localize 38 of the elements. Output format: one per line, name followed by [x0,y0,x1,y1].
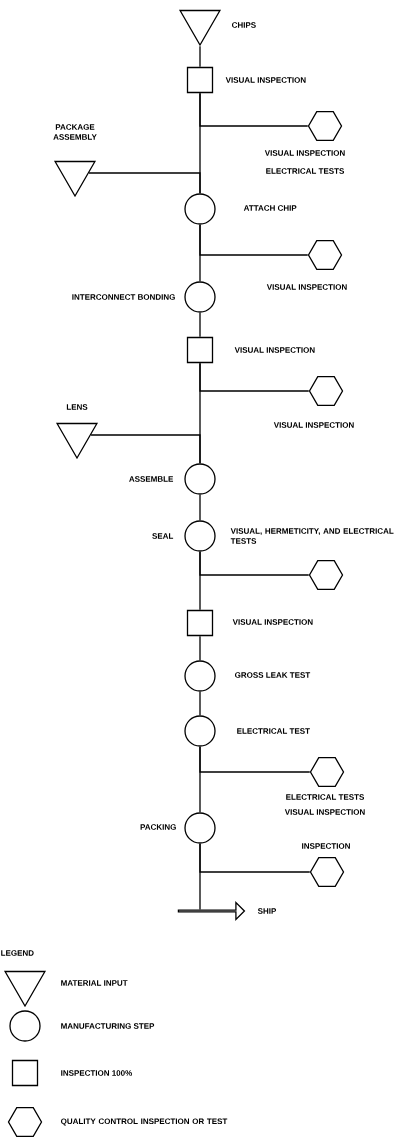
step-label: SHIP [257,908,277,914]
step-label: ASSEMBLE [129,476,174,482]
connector-line [88,172,201,194]
step-label: INTERCONNECT BONDING [72,294,175,300]
step-label: GROSS LEAK TEST [235,672,311,678]
step-label: INSPECTION [302,843,350,849]
legend-heading: LEGEND [1,950,34,956]
step-label: VISUAL INSPECTION [232,619,313,625]
legend-label: MANUFACTURING STEP [61,1023,155,1029]
step-label: PACKING [140,824,176,830]
connector-line [199,45,201,68]
step-label: ELECTRICAL TESTS [266,168,344,174]
connector-line [199,691,201,716]
connector-line [199,224,201,282]
step-label: ELECTRICAL TESTS [286,794,364,800]
step-label: CHIPS [232,22,256,28]
step-label: VISUAL INSPECTION [225,77,306,83]
connector-line [199,635,201,661]
step-label: VISUAL INSPECTION [284,809,365,815]
connector-line [199,746,201,813]
step-label: VISUAL INSPECTION [273,422,354,428]
legend-label: QUALITY CONTROL INSPECTION OR TEST [61,1118,228,1126]
step-label: SEAL [152,533,174,539]
step-label: LENS [66,404,88,410]
connector-line [199,843,201,911]
connector-line [199,494,201,521]
step-label: VISUAL INSPECTION [264,150,345,156]
step-label: VISUAL INSPECTION [234,347,315,353]
step-label: ATTACH CHIP [243,205,297,211]
step-label: ELECTRICAL TEST [237,728,310,734]
connector-line [90,434,201,464]
legend-label: MATERIAL INPUT [61,980,128,986]
step-label: PACKAGE ASSEMBLY [53,124,97,140]
step-label: VISUAL, HERMETICITY, AND ELECTRICAL TESTS [230,528,394,544]
step-label: VISUAL INSPECTION [266,284,347,290]
connector-line [199,312,201,338]
connector-line [199,551,201,611]
legend-label: INSPECTION 100% [61,1070,132,1076]
